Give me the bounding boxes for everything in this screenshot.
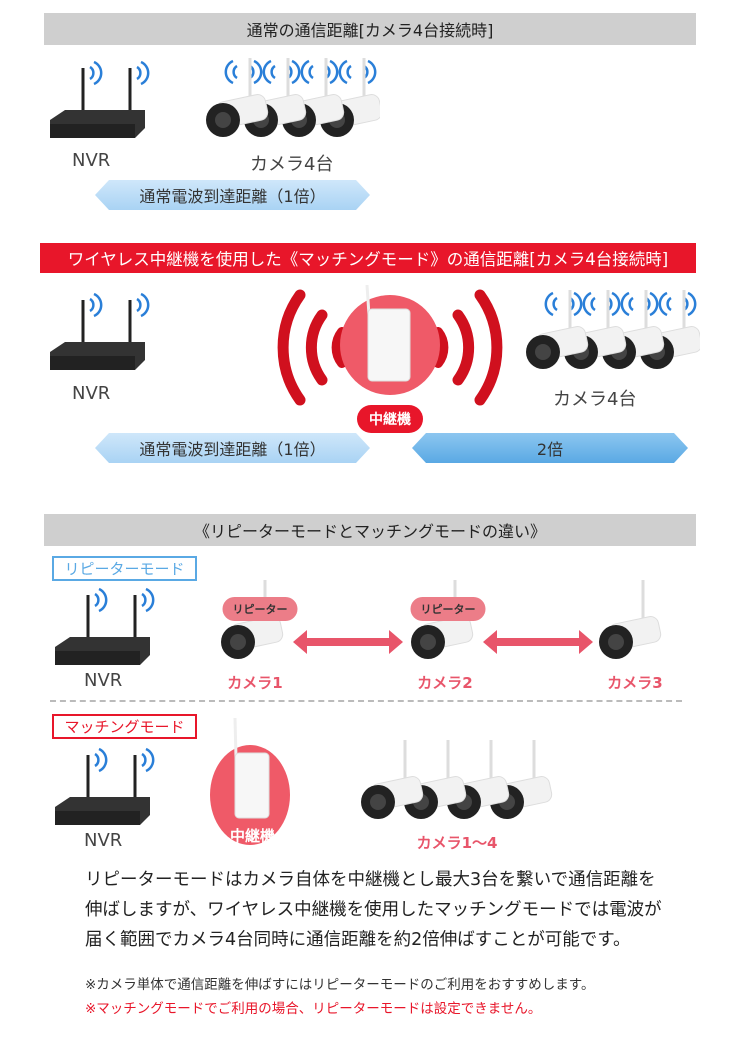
range-band-1x: 通常電波到達距離（1倍） bbox=[95, 180, 370, 210]
range-band-1x: 通常電波到達距離（1倍） bbox=[95, 433, 370, 463]
nvr-label: NVR bbox=[72, 150, 111, 171]
matching-mode-label: マッチングモード bbox=[52, 714, 197, 739]
nvr-icon bbox=[45, 290, 155, 379]
cameras-icon bbox=[205, 58, 383, 152]
repeater-badge: 中継機 bbox=[357, 405, 423, 433]
camera-2-icon bbox=[410, 580, 485, 674]
repeater-badge: リピーター bbox=[410, 597, 486, 621]
repeater-badge: リピーター bbox=[222, 597, 298, 621]
nvr-icon bbox=[50, 745, 160, 834]
section2-header: ワイヤレス中継機を使用した《マッチングモード》の通信距離[カメラ4台接続時] bbox=[40, 243, 696, 273]
repeater-mode-label: リピーターモード bbox=[52, 556, 197, 581]
description-line: リピーターモードはカメラ自体を中継機とし最大3台を繋いで通信距離を bbox=[85, 870, 656, 890]
camera-label: カメラ3 bbox=[607, 674, 663, 692]
camera-count-label: カメラ4台 bbox=[250, 154, 334, 175]
nvr-icon bbox=[50, 585, 160, 674]
camera-1-icon bbox=[220, 580, 295, 674]
nvr-label: NVR bbox=[84, 670, 123, 691]
double-arrow-icon bbox=[293, 630, 403, 654]
camera-3-icon bbox=[598, 580, 673, 674]
repeater-device-icon bbox=[210, 718, 290, 845]
section1-header: 通常の通信距離[カメラ4台接続時] bbox=[44, 13, 696, 45]
note: ※カメラ単体で通信距離を伸ばすにはリピーターモードのご利用をおすすめします。 bbox=[85, 977, 595, 993]
section3-header: 《リピーターモードとマッチングモードの違い》 bbox=[44, 514, 696, 546]
cameras-icon bbox=[525, 290, 703, 384]
nvr-label: NVR bbox=[84, 830, 123, 851]
nvr-icon bbox=[45, 58, 155, 147]
nvr-label: NVR bbox=[72, 383, 111, 404]
range-band-2x: 2倍 bbox=[412, 433, 688, 463]
repeater-label: 中継機 bbox=[230, 827, 276, 845]
camera-count-label: カメラ4台 bbox=[553, 389, 637, 410]
radio-waves-icon bbox=[277, 285, 503, 406]
camera-label: カメラ1 bbox=[227, 674, 283, 692]
double-arrow-icon bbox=[483, 630, 593, 654]
cameras-icon bbox=[360, 740, 560, 834]
divider bbox=[50, 700, 682, 702]
camera-label: カメラ2 bbox=[417, 674, 473, 692]
camera-label: カメラ1〜4 bbox=[416, 834, 498, 852]
description-line: 届く範囲でカメラ4台同時に通信距離を約2倍伸ばすことが可能です。 bbox=[85, 930, 631, 950]
note-warning: ※マッチングモードでご利用の場合、リピーターモードは設定できません。 bbox=[85, 1001, 542, 1017]
description-line: 伸ばしますが、ワイヤレス中継機を使用したマッチングモードでは電波が bbox=[85, 900, 662, 920]
